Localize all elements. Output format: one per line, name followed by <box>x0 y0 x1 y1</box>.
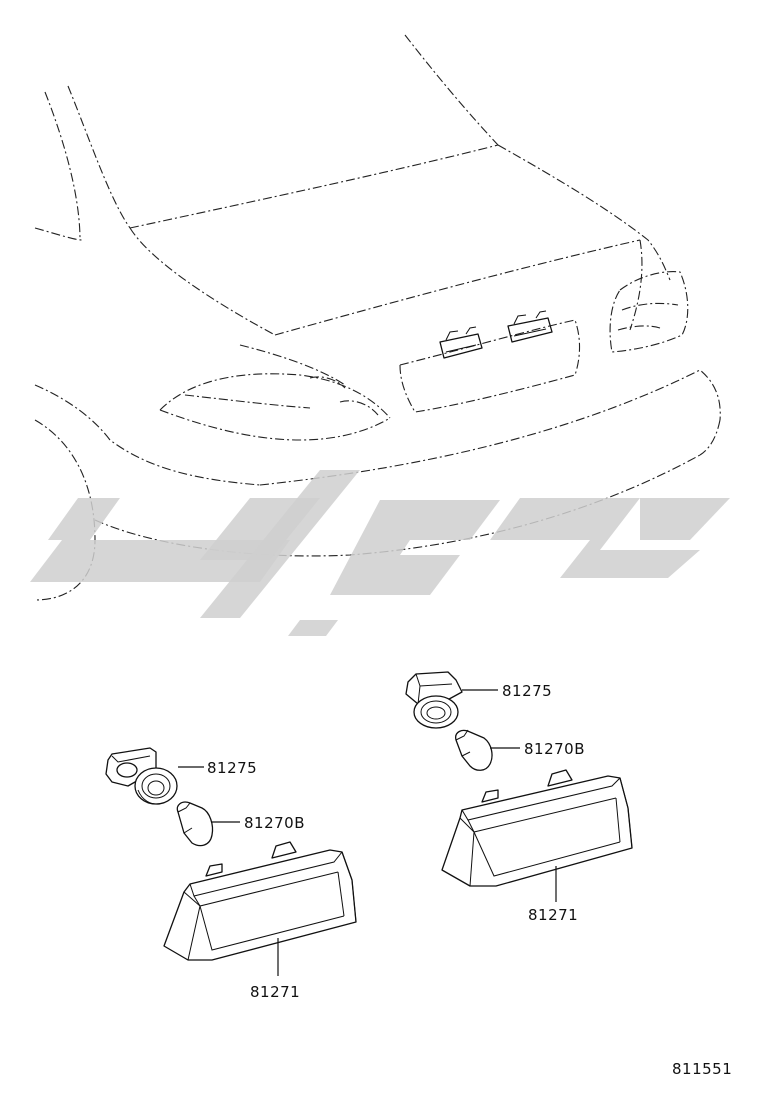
lens-81271-right <box>441 769 633 887</box>
watermark-logo <box>30 470 730 636</box>
bulb-81270b-right <box>455 729 493 771</box>
label-bulb-right: 81270B <box>524 740 585 758</box>
label-socket-right: 81275 <box>502 682 552 700</box>
lens-81271-left <box>163 841 357 961</box>
installed-license-lamp-right <box>507 310 553 343</box>
car-rear-outline <box>34 34 721 601</box>
label-lens-left: 81271 <box>250 983 300 1001</box>
label-bulb-left: 81270B <box>244 814 305 832</box>
bulb-81270b-left <box>176 801 214 847</box>
figure-number: 811551 <box>672 1060 732 1078</box>
socket-81275-right <box>405 671 463 729</box>
installed-license-lamp-left <box>439 326 483 359</box>
label-socket-left: 81275 <box>207 759 257 777</box>
socket-81275-left <box>105 747 178 805</box>
label-lens-right: 81271 <box>528 906 578 924</box>
